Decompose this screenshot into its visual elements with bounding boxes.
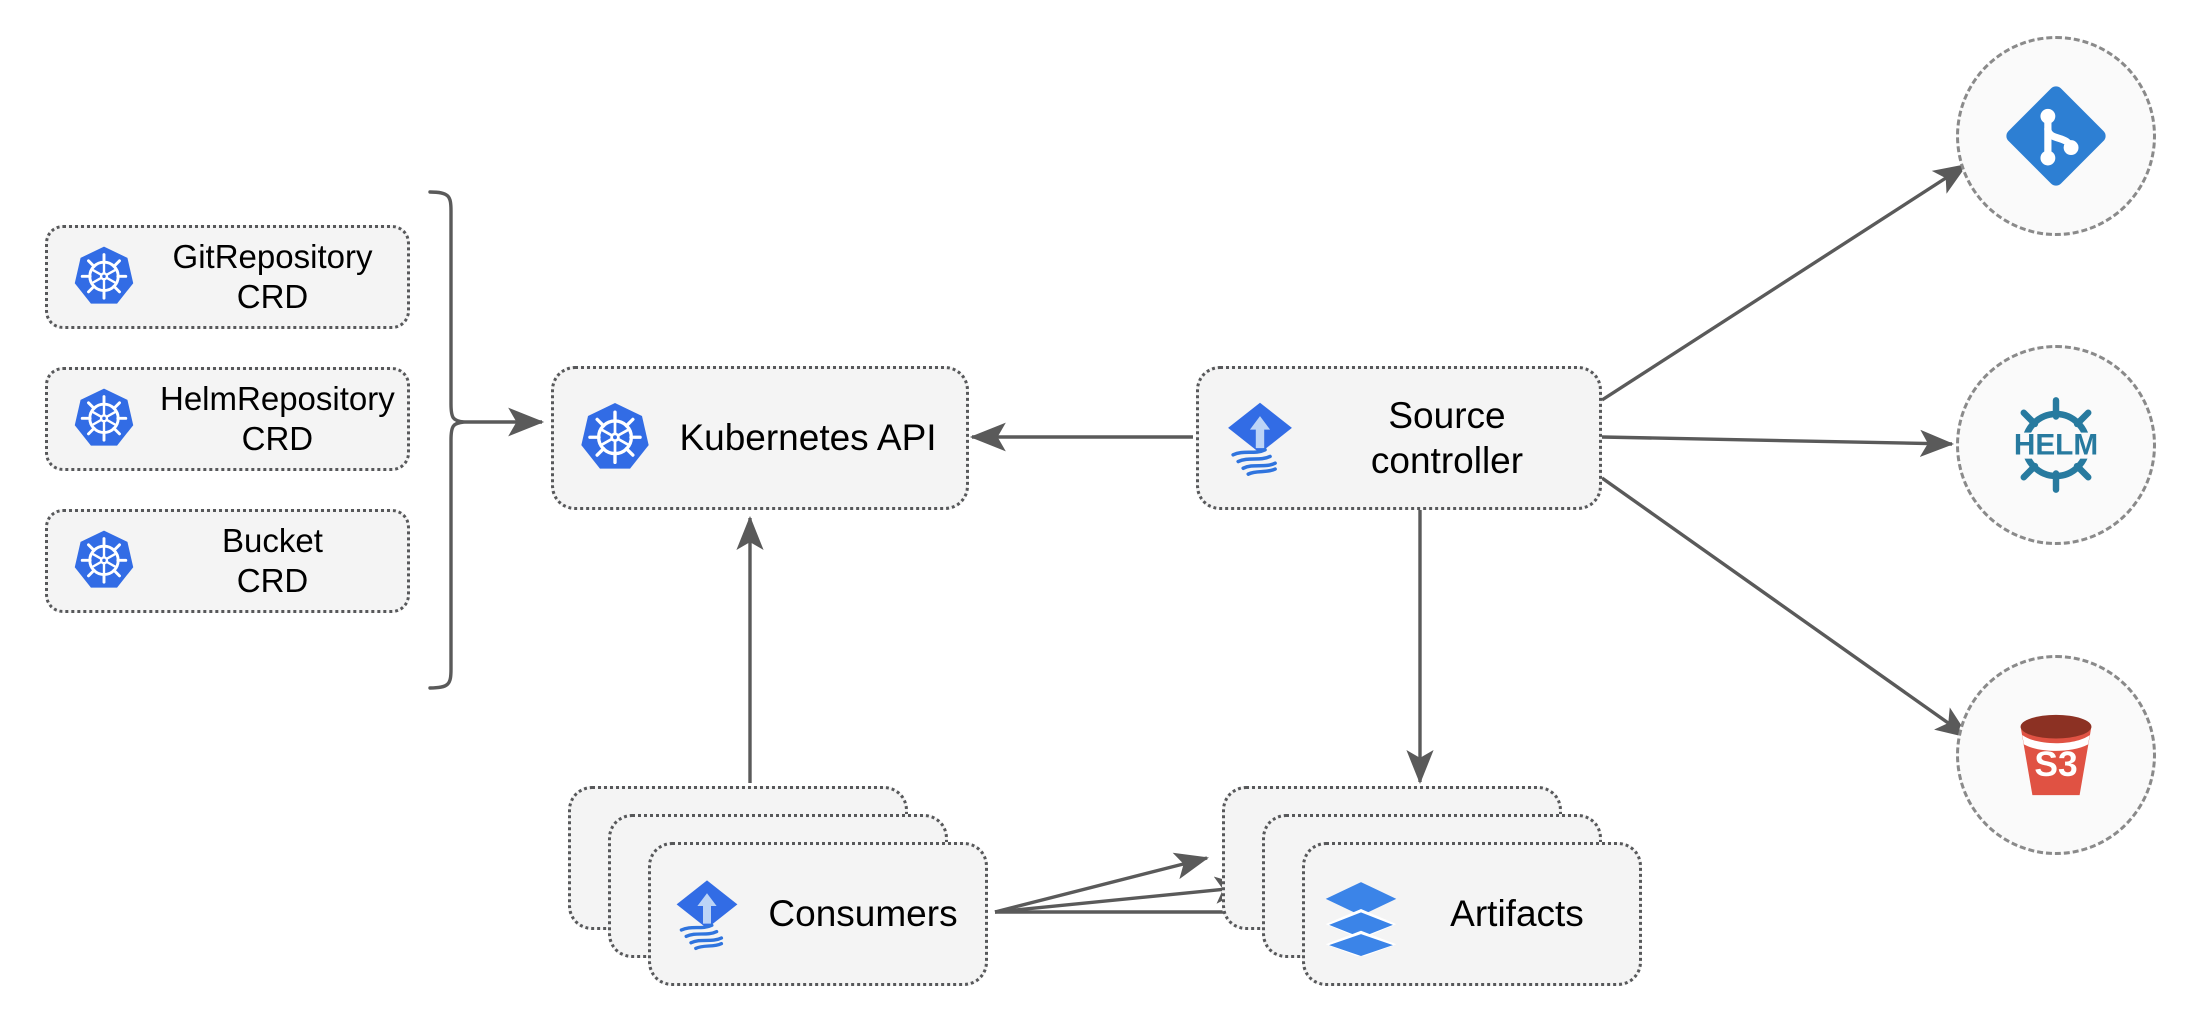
kubernetes-icon — [48, 528, 160, 594]
kubernetes-api-label: Kubernetes API — [679, 417, 937, 459]
consumers-stack[interactable]: Consumers — [568, 786, 988, 986]
layers-icon — [1305, 872, 1417, 956]
source-controller-box[interactable]: Source controller — [1196, 366, 1602, 510]
crd-box-bucket[interactable]: Bucket CRD — [45, 509, 410, 613]
external-source-helm[interactable]: HELM — [1956, 345, 2156, 545]
consumers-box[interactable]: Consumers — [648, 842, 988, 986]
flux-icon — [1199, 396, 1321, 480]
crd-box-gitrepository[interactable]: GitRepository CRD — [45, 225, 410, 329]
edge-source-controller-to-helm — [1601, 429, 1955, 457]
artifacts-box[interactable]: Artifacts — [1302, 842, 1642, 986]
s3-wordmark: S3 — [2034, 745, 2077, 784]
edge-consumers-to-artifacts-2 — [994, 876, 1250, 914]
external-source-git[interactable] — [1956, 36, 2156, 236]
artifacts-label: Artifacts — [1450, 893, 1584, 934]
kubernetes-icon — [48, 386, 160, 452]
artifacts-stack[interactable]: Artifacts — [1222, 786, 1642, 986]
source-controller-label: Source controller — [1370, 394, 1524, 481]
kubernetes-api-box[interactable]: Kubernetes API — [551, 366, 969, 510]
external-source-s3[interactable]: S3 — [1956, 655, 2156, 855]
crd-box-helmrepository[interactable]: HelmRepository CRD — [45, 367, 410, 471]
helm-icon: HELM — [1994, 383, 2118, 507]
git-icon — [1998, 78, 2114, 194]
crd-label: HelmRepository CRD — [160, 379, 395, 457]
crd-label: Bucket CRD — [222, 521, 323, 599]
edge-consumers-to-artifacts-1 — [994, 852, 1209, 914]
kubernetes-icon — [554, 400, 676, 476]
crd-group-brace — [428, 190, 465, 690]
helm-wordmark: HELM — [2014, 428, 2098, 461]
flux-icon — [651, 874, 763, 954]
consumers-label: Consumers — [768, 893, 958, 934]
edge-source-controller-to-s3 — [1601, 476, 1970, 739]
s3-icon: S3 — [1997, 696, 2115, 814]
crd-label: GitRepository CRD — [172, 237, 373, 315]
kubernetes-icon — [48, 244, 160, 310]
edge-source-controller-to-git — [1601, 163, 1968, 402]
